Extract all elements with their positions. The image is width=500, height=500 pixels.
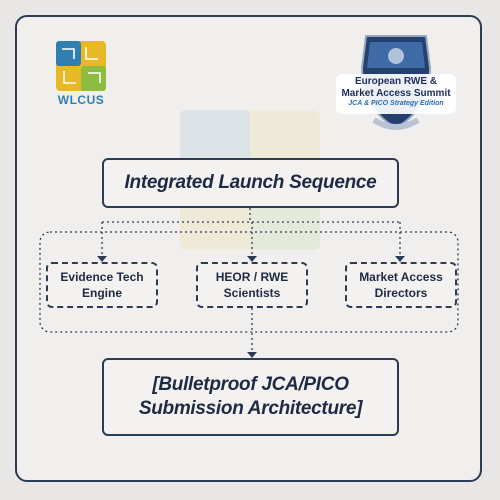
title-box: Integrated Launch Sequence <box>102 158 399 208</box>
team-box-evidence-tech: Evidence Tech Engine <box>46 262 158 308</box>
badge-title-line-1: European RWE & <box>354 76 438 87</box>
team-box-heor-rwe: HEOR / RWE Scientists <box>196 262 308 308</box>
wlcus-logo-text: WLCUS <box>57 93 105 107</box>
summit-badge-shield <box>336 35 456 130</box>
team-label-line-1: Market Access <box>359 270 443 284</box>
arrow-head <box>247 352 257 358</box>
summit-badge: European RWE & Market Access Summit JCA … <box>330 30 462 135</box>
arrow-head <box>247 256 257 262</box>
badge-title-line-2: Market Access Summit <box>341 88 451 99</box>
wlcus-logo: WLCUS <box>52 37 110 113</box>
title-text: Integrated Launch Sequence <box>124 172 377 193</box>
team-label-line-1: Evidence Tech <box>60 270 144 284</box>
result-box: [Bulletproof JCA/PICO Submission Archite… <box>102 358 399 436</box>
arrow-head <box>97 256 107 262</box>
team-label-line-1: HEOR / RWE <box>215 270 289 284</box>
team-label-line-2: Engine <box>81 286 122 300</box>
team-label-line-2: Directors <box>374 286 428 300</box>
result-text: [Bulletproof JCA/PICO Submission Archite… <box>138 374 363 419</box>
team-label-line-2: Scientists <box>223 286 281 300</box>
badge-subtitle: JCA & PICO Strategy Edition <box>348 100 444 107</box>
team-box-market-access: Market Access Directors <box>345 262 457 308</box>
arrow-head <box>395 256 405 262</box>
wlcus-logo-mark <box>56 41 106 91</box>
